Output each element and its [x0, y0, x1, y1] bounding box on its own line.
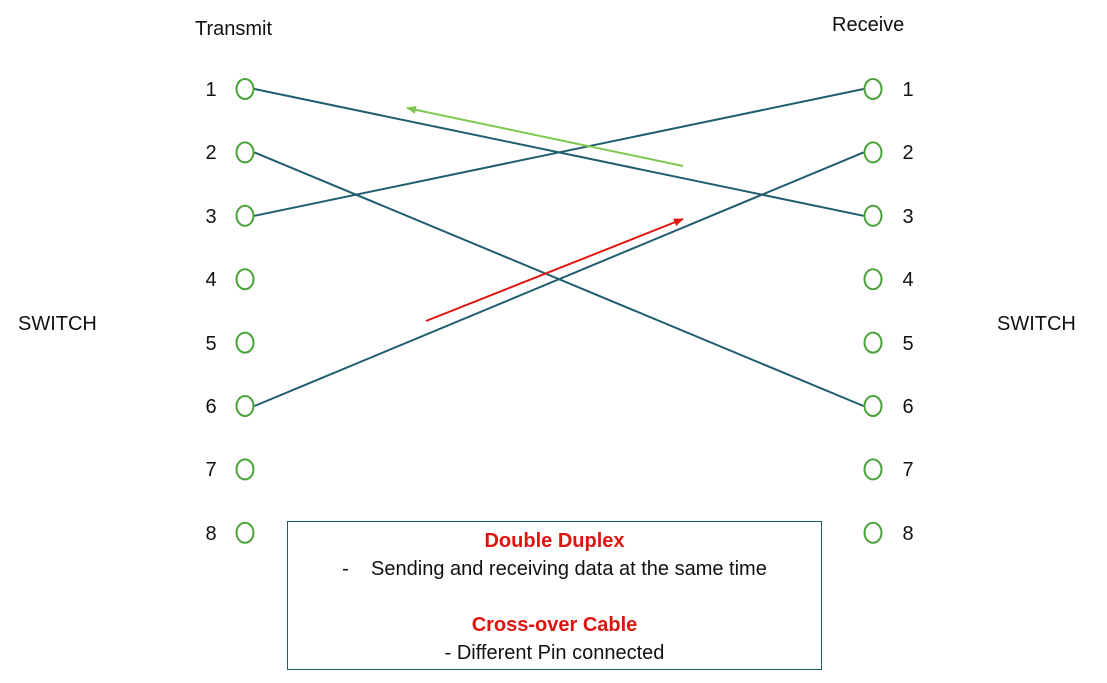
left-switch-label: SWITCH: [18, 313, 97, 335]
right-pin-number-5: 5: [902, 332, 914, 355]
right-pin-number-6: 6: [902, 396, 914, 418]
transmit-label: Transmit: [195, 18, 273, 40]
right-pin-6-port: [863, 395, 883, 417]
crossover-cable-description: - Different Pin connected: [444, 642, 665, 664]
left-pin-5-port: [235, 331, 255, 354]
right-pin-number-7: 7: [902, 459, 914, 482]
note-box: Double Duplex - Sending and receiving da…: [287, 521, 822, 670]
left-pin-1-port: [235, 78, 255, 100]
left-pin-number-2: 2: [205, 142, 217, 165]
receive-to-transmit-arrow: [406, 105, 684, 167]
left-pin-2-port: [235, 141, 255, 164]
transmit-to-receive-arrow: [425, 218, 684, 322]
wire-6-to-2: [254, 151, 864, 407]
crossover-cable-title: Cross-over Cable: [471, 614, 638, 636]
left-pin-number-8: 8: [205, 522, 217, 545]
right-pin-2-port: [863, 141, 883, 164]
right-switch-label: SWITCH: [997, 313, 1076, 335]
right-pin-number-1: 1: [902, 79, 914, 101]
left-pin-4-port: [235, 268, 255, 291]
left-pin-7-port: [235, 458, 255, 481]
right-pin-8-port: [863, 521, 883, 544]
left-pin-6-port: [235, 395, 255, 417]
wire-3-to-1: [254, 88, 864, 217]
left-pin-number-1: 1: [205, 79, 217, 101]
left-pin-number-7: 7: [205, 459, 217, 482]
double-duplex-description: - Sending and receiving data at the same…: [342, 558, 767, 580]
left-pin-number-4: 4: [205, 269, 217, 292]
left-pin-number-6: 6: [205, 396, 217, 418]
right-pin-number-4: 4: [902, 269, 914, 292]
right-pin-4-port: [863, 268, 883, 291]
left-pin-number-3: 3: [205, 205, 217, 228]
left-pin-number-5: 5: [205, 332, 217, 355]
left-pin-8-port: [235, 521, 255, 544]
right-pin-number-2: 2: [902, 142, 914, 165]
right-pin-number-8: 8: [902, 522, 914, 545]
right-pin-7-port: [863, 458, 883, 481]
right-pin-5-port: [863, 331, 883, 354]
double-duplex-title: Double Duplex: [484, 530, 625, 552]
right-pin-3-port: [863, 204, 883, 227]
left-pin-3-port: [235, 204, 255, 227]
receive-label: Receive: [832, 14, 905, 36]
right-pin-number-3: 3: [902, 205, 914, 228]
right-pin-1-port: [863, 78, 883, 100]
